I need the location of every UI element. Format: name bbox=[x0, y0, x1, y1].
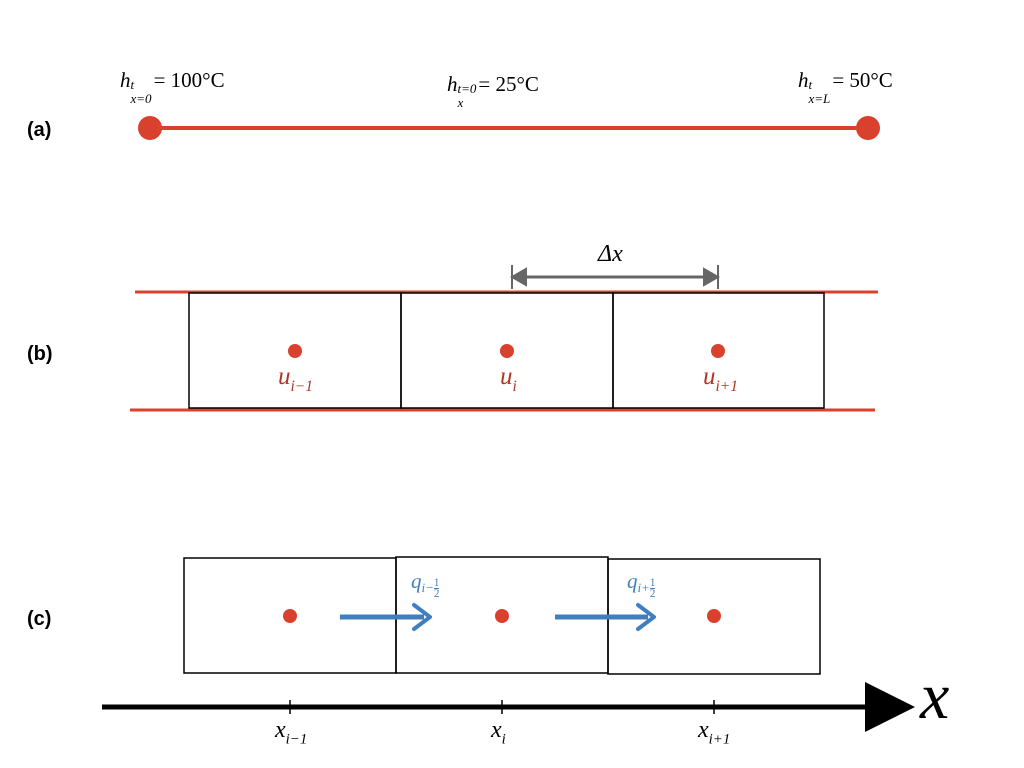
node-c-left bbox=[283, 609, 297, 623]
node-b-right bbox=[711, 344, 725, 358]
flux-arrow-right-head-icon bbox=[636, 603, 656, 631]
x-tick-label-left: xi−1 bbox=[275, 717, 308, 748]
rod-right-end-node bbox=[856, 116, 880, 140]
dx-right-head-icon bbox=[703, 265, 721, 289]
node-c-middle bbox=[495, 609, 509, 623]
dx-label: Δx bbox=[598, 241, 623, 267]
dx-left-head-icon bbox=[509, 265, 527, 289]
panel-label-b: (b) bbox=[27, 343, 53, 365]
x-axis-label: x bbox=[920, 660, 950, 733]
node-label-u-middle: ui bbox=[500, 363, 517, 395]
panel-label-a: (a) bbox=[27, 119, 52, 141]
node-c-right bbox=[707, 609, 721, 623]
node-label-u-left: ui−1 bbox=[278, 363, 314, 395]
rod-left-end-node bbox=[138, 116, 162, 140]
cell-b-right bbox=[612, 292, 825, 409]
flux-arrow-left-head-icon bbox=[412, 603, 432, 631]
x-tick-label-right: xi+1 bbox=[698, 717, 731, 748]
node-label-u-right: ui+1 bbox=[703, 363, 739, 395]
node-b-left bbox=[288, 344, 302, 358]
panel-label-c: (c) bbox=[27, 608, 52, 630]
node-b-middle bbox=[500, 344, 514, 358]
x-tick-label-middle: xi bbox=[491, 717, 506, 748]
